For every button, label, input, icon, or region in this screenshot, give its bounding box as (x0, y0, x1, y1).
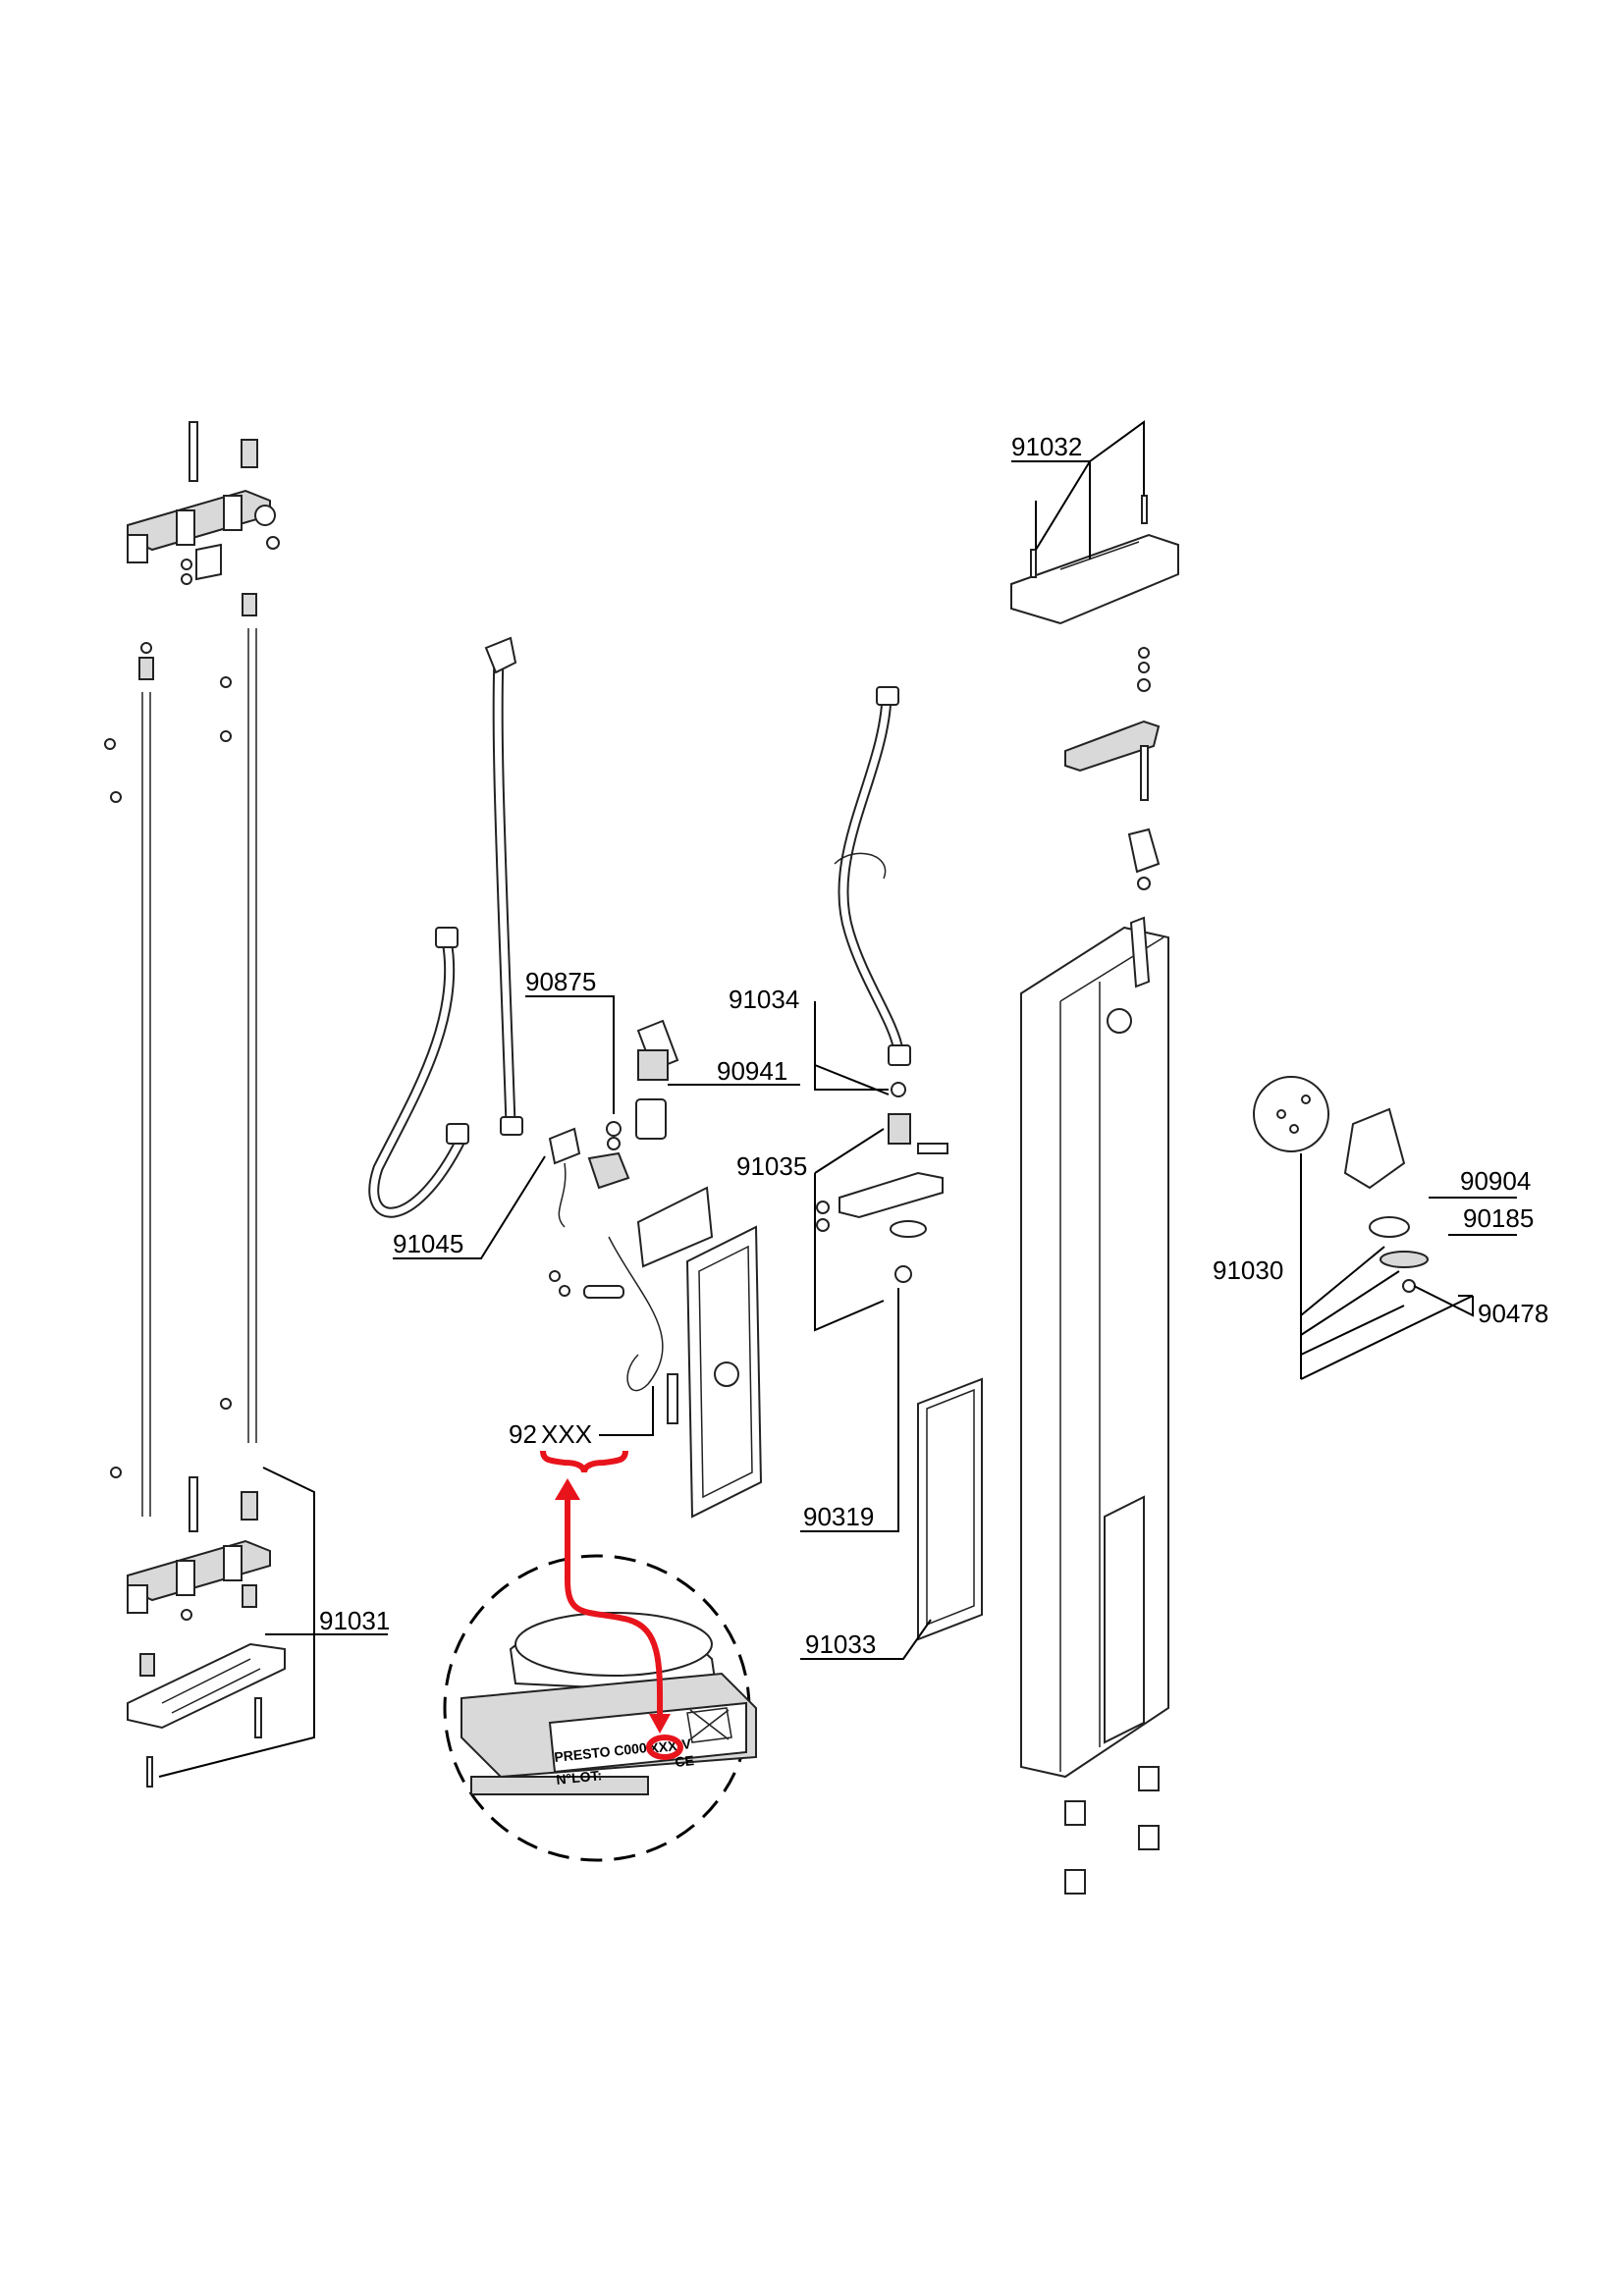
label-90875: 90875 (525, 967, 596, 996)
glass-panel (917, 1377, 983, 1641)
valve-electronic-assembly (548, 1019, 763, 1519)
column-body (1010, 495, 1179, 1895)
hose-set-left (368, 636, 523, 1218)
label-90185: 90185 (1463, 1203, 1534, 1233)
detail-highlight-ring (646, 1735, 683, 1760)
label-90478: 90478 (1478, 1299, 1548, 1328)
detail-plate-ce: CE (675, 1752, 695, 1770)
label-xxx: XXX (541, 1419, 592, 1449)
leader-lines (393, 420, 1517, 1660)
label-90941: 90941 (717, 1056, 787, 1086)
label-92: 92 (509, 1419, 537, 1449)
label-91045: 91045 (393, 1229, 463, 1258)
left-frame-assembly (104, 421, 388, 1788)
label-91034: 91034 (729, 985, 799, 1014)
part-labels: 91032 90875 90941 91034 91035 91045 92 X… (319, 432, 1548, 1659)
label-91033: 91033 (805, 1629, 876, 1659)
label-90319: 90319 (803, 1502, 874, 1531)
magnified-detail: PRESTO C000 XXX V N°LOT: CE (443, 1554, 757, 1862)
label-91031: 91031 (319, 1606, 390, 1635)
detail-plate-lot: N°LOT: (556, 1767, 603, 1788)
red-callout (540, 1450, 671, 1734)
label-91035: 91035 (736, 1151, 807, 1181)
shower-head-assembly (1253, 1076, 1474, 1380)
label-90904: 90904 (1460, 1166, 1531, 1196)
center-hose-set (816, 686, 948, 1283)
label-91030: 91030 (1213, 1255, 1283, 1285)
detail-plate-suffix: V (681, 1735, 693, 1752)
label-91032: 91032 (1011, 432, 1082, 461)
